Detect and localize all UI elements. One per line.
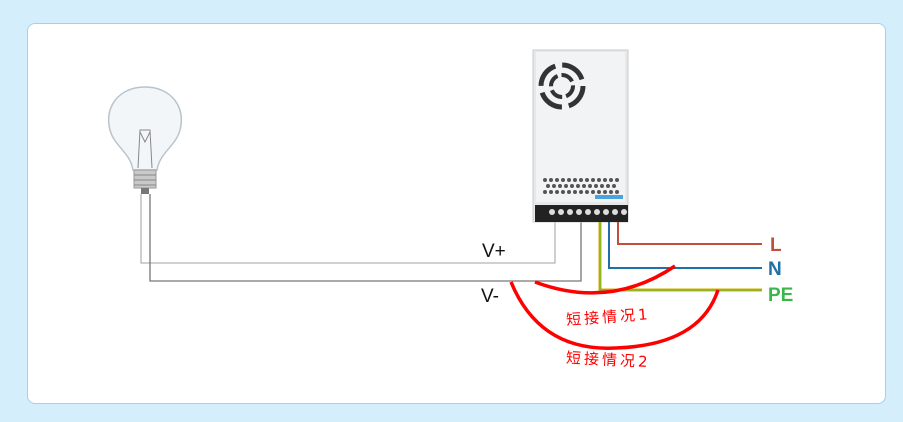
label-L: L: [770, 235, 782, 256]
label-PE: PE: [768, 285, 793, 306]
short-circuit-arc-2: [509, 281, 720, 350]
label-N: N: [768, 259, 782, 280]
light-bulb-icon: [107, 86, 183, 194]
label-v-plus: V+: [482, 241, 506, 262]
wire-v-minus: [149, 194, 582, 282]
annotation-short-2: 短接情况2: [566, 349, 651, 371]
diagram-card: [27, 23, 886, 404]
fan-icon: [538, 62, 586, 110]
wire-v-plus: [140, 194, 556, 264]
power-supply-unit: [532, 49, 629, 223]
short-circuit-arc-1: [534, 264, 676, 295]
annotation-short-1: 短接情况1: [566, 305, 652, 329]
wire-L: [617, 222, 762, 245]
wire-PE: [598, 222, 762, 292]
label-v-minus: V-: [481, 286, 499, 307]
wire-N: [608, 222, 762, 269]
